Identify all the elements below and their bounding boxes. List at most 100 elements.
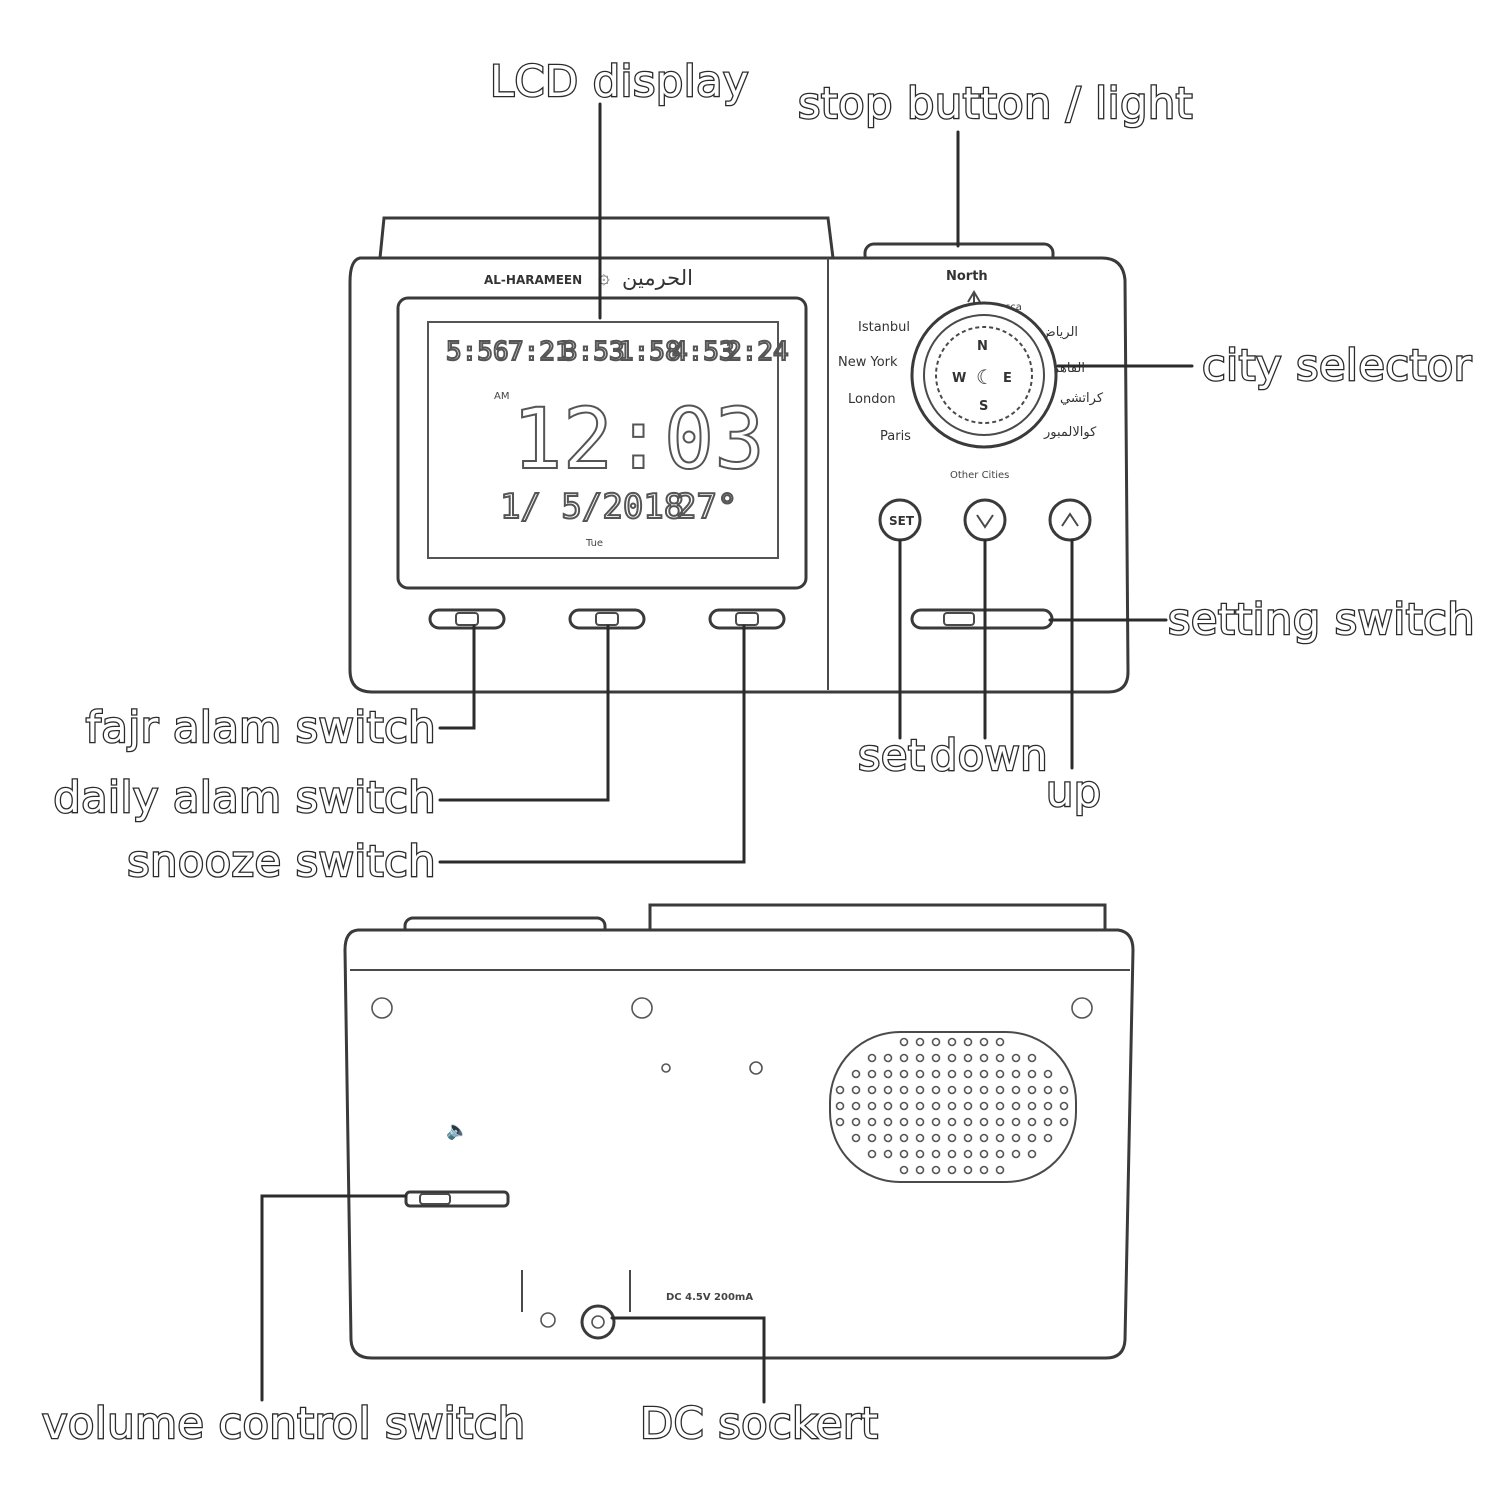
speaker-hole	[867, 1149, 877, 1159]
speaker-hole	[899, 1069, 909, 1079]
prayer-time-shuruq: 7:21	[508, 337, 571, 367]
front-slide-switches	[428, 608, 786, 630]
speaker-hole	[899, 1037, 909, 1047]
speaker-hole	[867, 1069, 877, 1079]
power-rating: DC 4.5V 200mA	[666, 1292, 753, 1303]
speaker-hole	[867, 1117, 877, 1127]
compass-scale	[935, 326, 1033, 424]
clock-back: 🔈 DC 4.5V 200mA	[343, 903, 1135, 1360]
speaker-hole	[1011, 1101, 1021, 1111]
speaker-hole	[899, 1085, 909, 1095]
speaker-hole	[835, 1085, 845, 1095]
speaker-hole	[963, 1069, 973, 1079]
speaker-hole	[915, 1085, 925, 1095]
prayer-time-asr: 1:58	[618, 337, 681, 367]
speaker-hole	[867, 1085, 877, 1095]
city-selector-ring[interactable]	[910, 301, 1058, 449]
prayer-time-maghrib: 4:53	[672, 337, 735, 367]
speaker-hole	[915, 1069, 925, 1079]
up-key[interactable]	[1048, 498, 1092, 542]
dial-city-paris: Paris	[880, 429, 911, 444]
speaker-hole	[851, 1069, 861, 1079]
speaker-hole	[883, 1069, 893, 1079]
pin-hole-left	[661, 1063, 671, 1073]
down-key[interactable]	[963, 498, 1007, 542]
speaker-hole	[979, 1037, 989, 1047]
speaker-hole	[883, 1149, 893, 1159]
fajr-alarm-switch[interactable]	[428, 608, 506, 630]
speaker-hole	[899, 1117, 909, 1127]
speaker-hole	[1059, 1101, 1069, 1111]
dial-city-new-york: New York	[838, 355, 898, 370]
compass-s: S	[979, 399, 988, 414]
speaker-hole	[931, 1101, 941, 1111]
setting-switch[interactable]	[910, 608, 1054, 630]
speaker-hole	[835, 1117, 845, 1127]
label-set: set	[858, 731, 925, 781]
speaker-hole	[851, 1117, 861, 1127]
front-top-bevel	[378, 216, 835, 260]
speaker-hole	[1027, 1101, 1037, 1111]
set-key-label: SET	[889, 514, 915, 528]
speaker-hole	[963, 1133, 973, 1143]
city-selector-inner-ring	[923, 314, 1045, 436]
speaker-hole	[931, 1053, 941, 1063]
label-daily-switch: daily alam switch	[53, 773, 436, 823]
leader-fajr	[438, 624, 476, 730]
label-city-selector: city selector	[1202, 341, 1472, 391]
speaker-hole	[883, 1117, 893, 1127]
volume-control-knob	[419, 1193, 451, 1205]
speaker-hole	[915, 1101, 925, 1111]
speaker-hole	[963, 1117, 973, 1127]
speaker-hole	[931, 1037, 941, 1047]
chevron-down-icon	[976, 514, 994, 529]
speaker-hole	[963, 1101, 973, 1111]
speaker-hole	[1027, 1069, 1037, 1079]
speaker-hole	[995, 1037, 1005, 1047]
speaker-hole	[1059, 1085, 1069, 1095]
back-body	[343, 928, 1135, 1360]
speaker-hole	[867, 1053, 877, 1063]
speaker-hole	[995, 1117, 1005, 1127]
speaker-hole	[915, 1165, 925, 1175]
speaker-hole	[963, 1149, 973, 1159]
compass-w: W	[952, 371, 966, 386]
speaker-hole	[947, 1053, 957, 1063]
speaker-hole	[1011, 1133, 1021, 1143]
speaker-hole	[947, 1149, 957, 1159]
dial-city-london: London	[848, 392, 896, 407]
speaker-hole	[915, 1053, 925, 1063]
speaker-hole	[931, 1069, 941, 1079]
speaker-hole	[979, 1101, 989, 1111]
dial-city-istanbul: Istanbul	[858, 320, 910, 335]
compass-e: E	[1003, 371, 1012, 386]
brand-arabic: الحرمين	[622, 266, 693, 290]
dial-city-karachi: كراتشي	[1060, 391, 1104, 406]
label-down: down	[930, 731, 1048, 781]
snooze-switch[interactable]	[708, 608, 786, 630]
speaker-hole	[851, 1133, 861, 1143]
speaker-hole	[899, 1101, 909, 1111]
speaker-hole	[883, 1101, 893, 1111]
speaker-hole	[915, 1133, 925, 1143]
speaker-hole	[1011, 1149, 1021, 1159]
compass-n: N	[977, 339, 988, 354]
speaker-hole	[947, 1101, 957, 1111]
dial-city-riyadh: الرياض	[1040, 325, 1078, 340]
crescent-icon: ☾	[976, 365, 994, 389]
label-up: up	[1046, 767, 1102, 817]
lcd-weekday: Tue	[585, 538, 603, 549]
lcd-temperature: 27°	[676, 487, 737, 527]
speaker-hole	[947, 1117, 957, 1127]
speaker-outline	[829, 1031, 1077, 1183]
speaker-hole	[995, 1165, 1005, 1175]
speaker-hole	[1027, 1085, 1037, 1095]
speaker-hole	[883, 1085, 893, 1095]
speaker-hole	[1011, 1085, 1021, 1095]
speaker-hole	[995, 1085, 1005, 1095]
snooze-switch-knob	[735, 612, 759, 626]
dial-city-kuala-lumpur: كوالالمبور	[1043, 425, 1097, 440]
speaker-hole	[1043, 1069, 1053, 1079]
volume-control-switch[interactable]	[404, 1190, 510, 1208]
leader-lines	[260, 102, 1194, 1404]
